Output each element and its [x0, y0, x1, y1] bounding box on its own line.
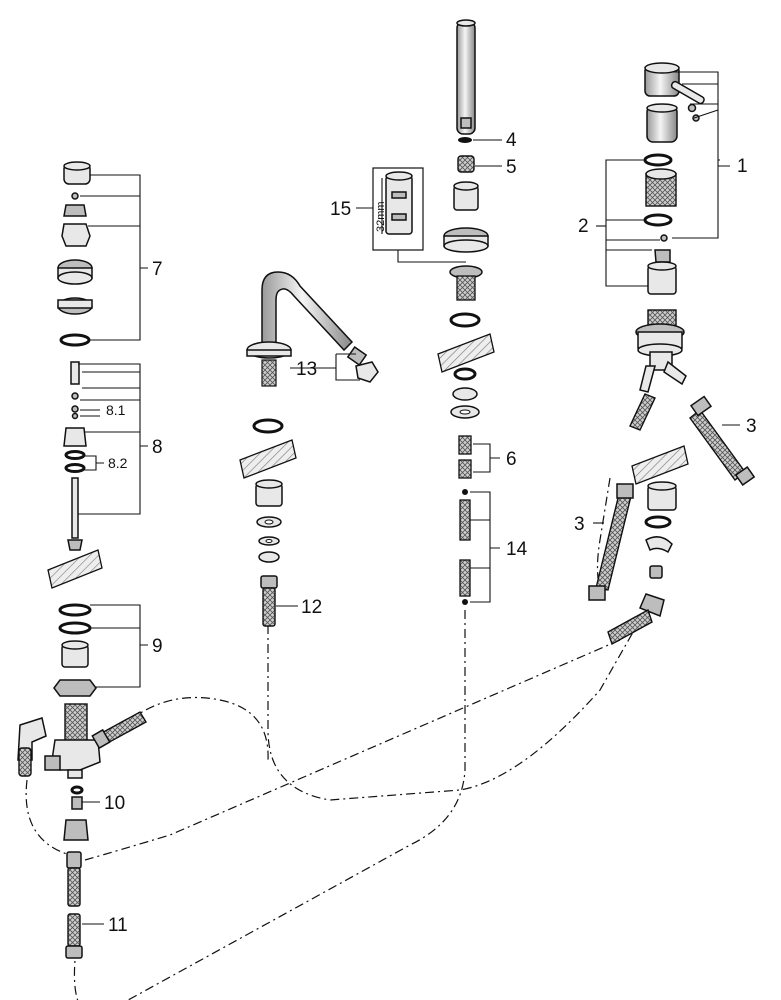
holder-thread: [456, 275, 476, 301]
nut: [53, 679, 97, 697]
spout-hose: [262, 587, 276, 627]
label-9: 9: [152, 636, 163, 657]
spout: [261, 271, 354, 352]
label-3-right: 3: [746, 416, 757, 437]
hand-shower-assembly: 32mm: [372, 19, 495, 605]
cartridge-detail: [385, 175, 413, 235]
aerator-key: [355, 361, 379, 383]
label-2: 2: [578, 216, 589, 237]
part-labels: 1 2 3 3 4 5 6 7 8 8.1 8.2 9 10 11 12 13 …: [104, 130, 757, 936]
aerator: [346, 346, 368, 366]
label-7: 7: [152, 259, 163, 280]
label-13: 13: [296, 359, 317, 380]
label-8-1: 8.1: [106, 402, 126, 418]
lever: [670, 80, 705, 105]
label-10: 10: [104, 793, 125, 814]
extension-rod: [71, 477, 79, 539]
spring: [458, 435, 472, 455]
spout-assembly: [239, 271, 379, 627]
dimension-label: 32mm: [375, 201, 387, 232]
screw: [71, 192, 79, 200]
stem: [70, 361, 80, 385]
label-1: 1: [737, 156, 748, 177]
label-15: 15: [330, 199, 351, 220]
outlet-hose: [607, 608, 653, 646]
threaded-shank: [64, 703, 88, 745]
label-5: 5: [506, 157, 517, 178]
washer: [458, 137, 472, 143]
supply-hose-right: [689, 408, 746, 482]
o-ring: [59, 333, 91, 347]
supply-hose-left: [595, 489, 633, 591]
adapter: [71, 796, 83, 810]
mixer-assembly: [588, 62, 756, 646]
mounting-surface: [47, 549, 103, 589]
label-4: 4: [506, 130, 517, 151]
leader-lines: [78, 71, 740, 925]
label-6: 6: [506, 449, 517, 470]
hand-shower: [456, 21, 476, 135]
long-hose: [67, 867, 81, 907]
clamp-washer: [645, 536, 673, 554]
left-valve-assembly: [17, 161, 147, 959]
label-3-left: 3: [574, 514, 585, 535]
spout-thread: [261, 359, 277, 387]
headpart: [63, 427, 87, 447]
hose-weight: [459, 499, 471, 541]
hose-nut: [457, 155, 475, 173]
label-14: 14: [506, 539, 528, 560]
label-8-2: 8.2: [108, 455, 128, 471]
label-11: 11: [108, 915, 128, 936]
label-12: 12: [301, 597, 322, 618]
mixer-cartridge: [654, 249, 671, 263]
label-8: 8: [152, 437, 163, 458]
spindle-head: [61, 223, 91, 247]
